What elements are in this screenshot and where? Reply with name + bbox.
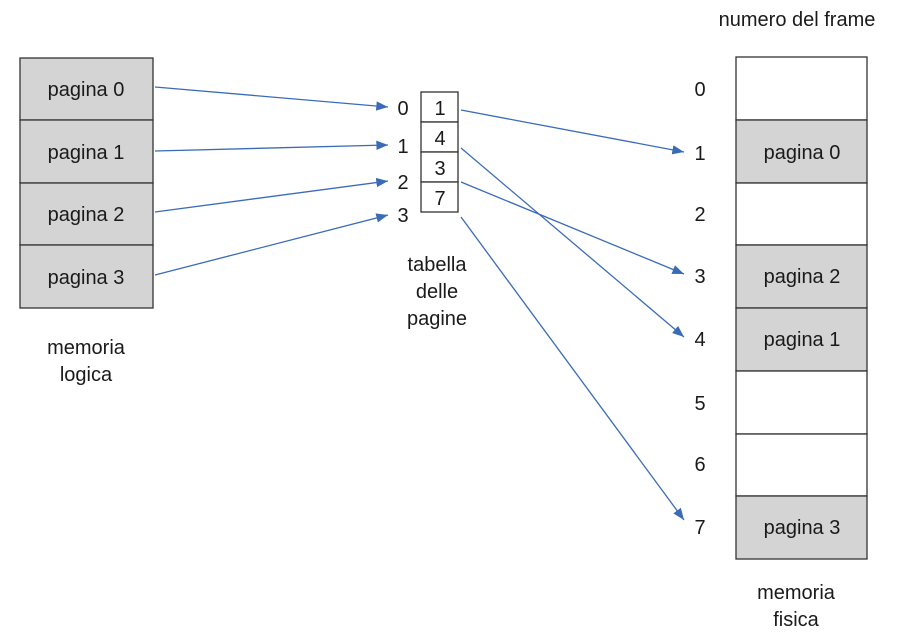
logical-page-2-label: pagina 2 (48, 204, 125, 226)
arrow-entry-1-to-frame-4 (460, 147, 685, 338)
page-table-entry-0: 1 (434, 98, 445, 120)
frame-3 (735, 244, 868, 309)
page-table-label-2: delle (416, 281, 458, 303)
physical-memory-label-2: fisica (773, 609, 819, 631)
page-table-index-3: 3 (397, 205, 408, 227)
page-table-index-0: 0 (397, 98, 408, 120)
logical-memory-label-2: logica (60, 364, 113, 386)
frame-number-3: 3 (694, 266, 705, 288)
page-table-index-2: 2 (397, 172, 408, 194)
page-table-index-1: 1 (397, 136, 408, 158)
logical-page-1-label: pagina 1 (48, 142, 125, 164)
frame-2 (735, 182, 868, 246)
arrow-page-1-to-index-1 (154, 140, 389, 152)
arrow-entry-0-to-frame-1 (460, 109, 685, 155)
logical-page-3-label: pagina 3 (48, 267, 125, 289)
frame-3-content: pagina 2 (764, 266, 841, 288)
page-table-entry-3: 7 (434, 188, 445, 210)
arrow-page-2-to-index-2 (154, 177, 389, 213)
arrow-entry-2-to-frame-3 (460, 181, 685, 275)
page-table-label-1: tabella (408, 254, 468, 276)
page-table-cell-1 (420, 121, 459, 153)
frame-number-7: 7 (694, 517, 705, 539)
logical-page-2 (19, 182, 154, 246)
page-table-cell-3 (420, 181, 459, 213)
arrow-page-3-to-index-3 (154, 213, 389, 276)
page-table-label-3: pagine (407, 308, 467, 330)
logical-memory: pagina 0 pagina 1 pagina 2 pagina 3 memo… (19, 57, 154, 386)
logical-to-table-arrows (154, 86, 389, 276)
arrow-entry-3-to-frame-7 (460, 216, 685, 521)
logical-page-0 (19, 57, 154, 121)
logical-page-3 (19, 244, 154, 309)
page-table: 1 4 3 7 0 1 2 3 tabella delle pagine (397, 91, 468, 330)
frame-4 (735, 307, 868, 372)
logical-memory-label-1: memoria (47, 337, 126, 359)
page-table-entry-2: 3 (434, 158, 445, 180)
frame-7-content: pagina 3 (764, 517, 841, 539)
arrow-page-0-to-index-0 (154, 86, 389, 111)
physical-memory-label-1: memoria (757, 582, 836, 604)
frame-1-content: pagina 0 (764, 142, 841, 164)
frame-number-2: 2 (694, 204, 705, 226)
logical-page-0-label: pagina 0 (48, 79, 125, 101)
physical-memory: numero del frame pagina 0 pagina 2 pagin… (694, 9, 875, 631)
frame-7 (735, 495, 868, 560)
frame-number-header: numero del frame (719, 9, 876, 31)
table-to-frame-arrows (460, 109, 685, 521)
frame-number-0: 0 (694, 79, 705, 101)
frame-number-5: 5 (694, 393, 705, 415)
frame-5 (735, 370, 868, 435)
logical-page-1 (19, 119, 154, 184)
frame-6 (735, 433, 868, 497)
frame-4-content: pagina 1 (764, 329, 841, 351)
frame-number-4: 4 (694, 329, 705, 351)
page-table-entry-1: 4 (434, 128, 445, 150)
frame-number-6: 6 (694, 454, 705, 476)
frame-0 (735, 56, 868, 121)
frame-number-1: 1 (694, 143, 705, 165)
